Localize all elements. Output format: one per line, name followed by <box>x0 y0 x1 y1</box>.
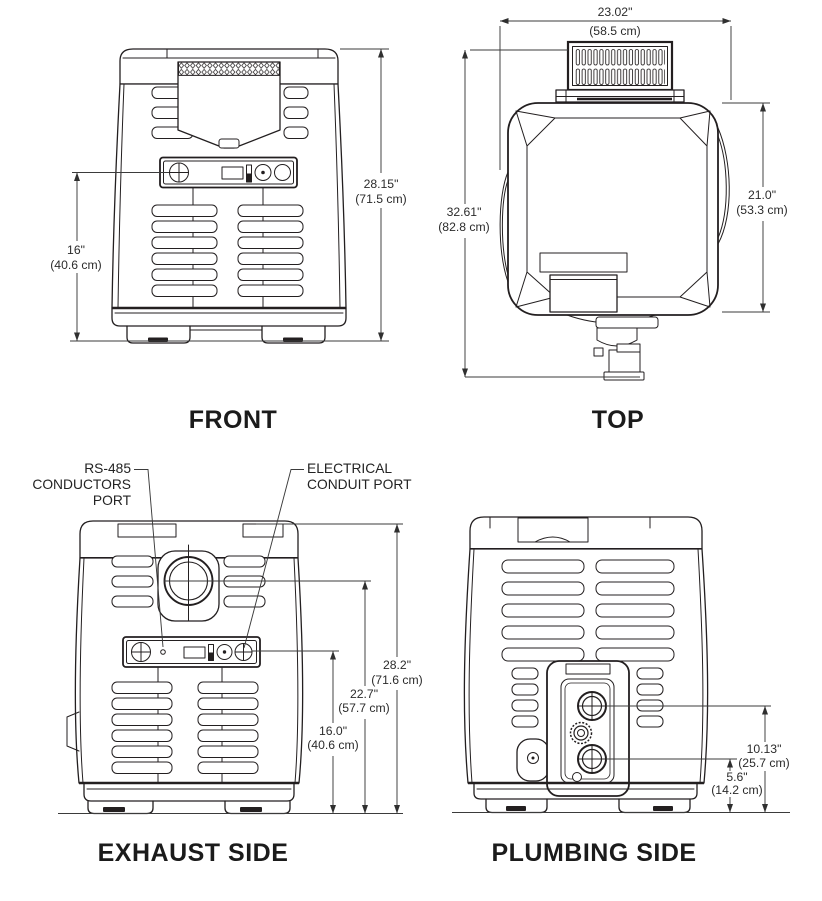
rs485-conductors-port <box>160 649 166 655</box>
top-unit-drawing <box>499 40 730 381</box>
front-unit-drawing <box>111 48 347 344</box>
plumbing-view-title: PLUMBING SIDE <box>491 839 696 867</box>
front-panel-display <box>221 166 244 180</box>
plumbing-lower-port-in: 5.6" <box>726 770 747 784</box>
plumbing-upper-louvers <box>501 559 675 662</box>
plumbing-upper-port-in: 10.13" <box>747 742 782 756</box>
exhaust-view-title: EXHAUST SIDE <box>98 839 289 867</box>
exhaust-side-view: RS-485 CONDUCTORS PORT ELECTRICAL CONDUI… <box>32 461 422 867</box>
plumbing-dimensions: 10.13" (25.7 cm) 5.6" (14.2 cm) <box>452 705 790 813</box>
plumbing-side-view: 10.13" (25.7 cm) 5.6" (14.2 cm) PLUMBING… <box>452 516 790 867</box>
rs485-callout-line1: RS-485 <box>84 461 131 476</box>
front-view-title: FRONT <box>189 406 278 434</box>
exhaust-height-cm: (71.6 cm) <box>371 673 422 687</box>
exhaust-vent <box>157 544 220 622</box>
top-pipe-fitting <box>593 316 659 381</box>
exhaust-panel-height-cm: (40.6 cm) <box>307 738 358 752</box>
plumbing-lower-louvers <box>511 667 664 728</box>
front-panel-height-in: 16" <box>67 243 85 257</box>
front-view: 28.15" (71.5 cm) 16" (40.6 cm) FRONT <box>50 48 407 434</box>
exhaust-upper-louvers <box>111 555 266 608</box>
front-control-panel <box>159 156 298 189</box>
front-height-in: 28.15" <box>364 177 399 191</box>
front-panel-height-cm: (40.6 cm) <box>50 258 101 272</box>
exhaust-control-panel <box>122 636 261 668</box>
front-lower-louvers <box>151 204 304 297</box>
rs485-callout-line3: PORT <box>93 493 132 508</box>
plumbing-latch <box>516 738 550 782</box>
top-dimensions: 23.02" (58.5 cm) 32.61" (82.8 cm) 21.0" … <box>438 5 788 378</box>
top-depth-overall-in: 32.61" <box>447 205 482 219</box>
exhaust-unit-drawing <box>66 520 304 815</box>
electrical-callout-line1: ELECTRICAL <box>307 461 392 476</box>
front-cap-grille <box>178 62 280 76</box>
top-width-cm: (58.5 cm) <box>589 24 640 38</box>
electrical-callout-line2: CONDUIT PORT <box>307 477 412 492</box>
exhaust-lower-louvers <box>111 681 259 774</box>
front-dimensions: 28.15" (71.5 cm) 16" (40.6 cm) <box>50 48 407 342</box>
exhaust-dimensions: 28.2" (71.6 cm) 22.7" (57.7 cm) 16.0" (4… <box>58 523 423 814</box>
top-view: 23.02" (58.5 cm) 32.61" (82.8 cm) 21.0" … <box>438 5 787 434</box>
top-body-depth-in: 21.0" <box>748 188 776 202</box>
top-depth-overall-cm: (82.8 cm) <box>438 220 489 234</box>
top-view-title: TOP <box>592 406 644 434</box>
top-width-in: 23.02" <box>598 5 633 19</box>
front-height-cm: (71.5 cm) <box>355 192 406 206</box>
exhaust-center-cm: (57.7 cm) <box>338 701 389 715</box>
exhaust-callouts: RS-485 CONDUCTORS PORT ELECTRICAL CONDUI… <box>32 461 412 649</box>
exhaust-panel-display <box>183 646 206 659</box>
exhaust-center-in: 22.7" <box>350 687 378 701</box>
top-body-depth-cm: (53.3 cm) <box>736 203 787 217</box>
exhaust-panel-height-in: 16.0" <box>319 724 347 738</box>
plumbing-unit-drawing <box>463 516 709 814</box>
exhaust-height-in: 28.2" <box>383 658 411 672</box>
plumbing-upper-port-cm: (25.7 cm) <box>738 756 789 770</box>
rs485-callout-line2: CONDUCTORS <box>32 477 131 492</box>
plumbing-panel <box>546 660 630 797</box>
plumbing-lower-port-cm: (14.2 cm) <box>711 783 762 797</box>
